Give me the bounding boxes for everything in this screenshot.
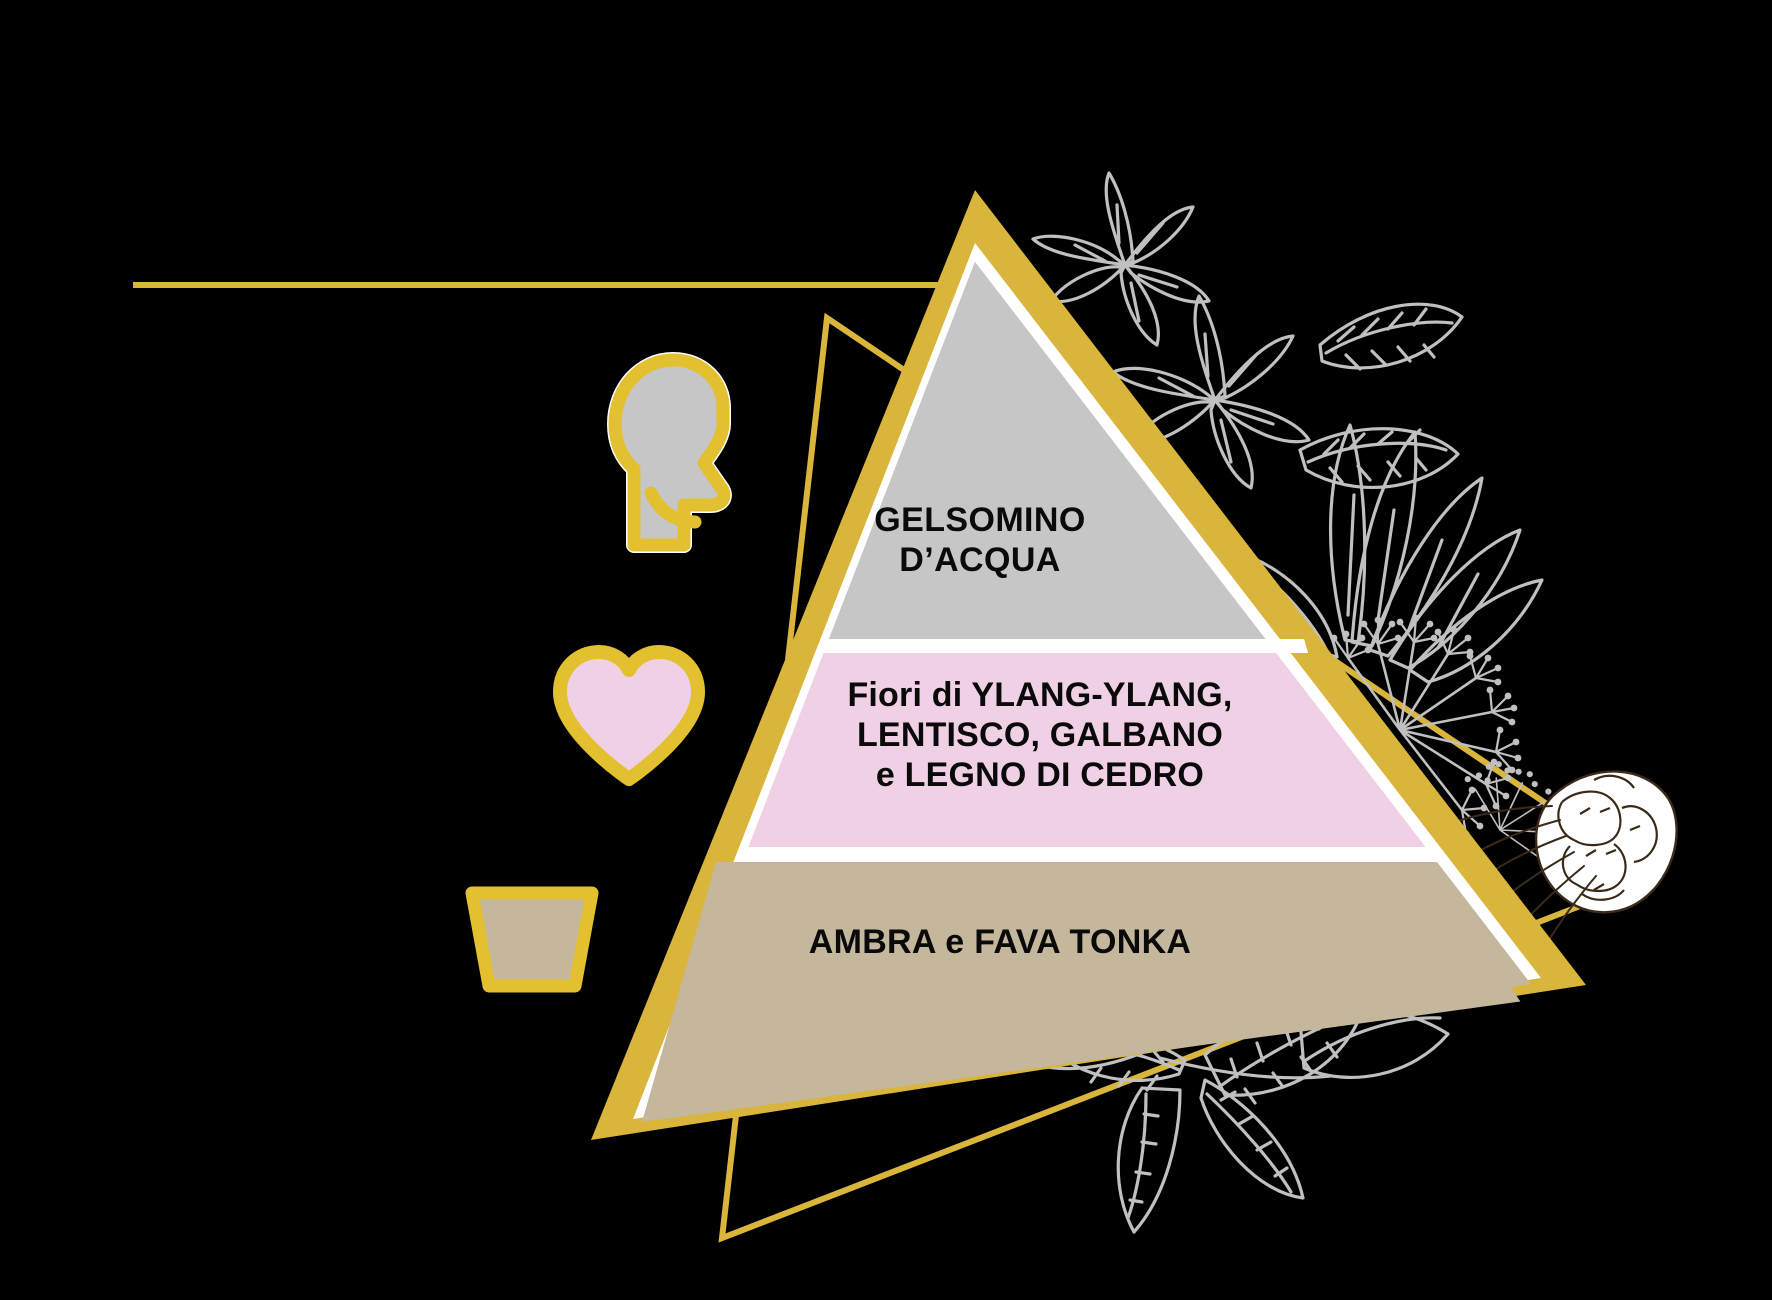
head-jaw-line bbox=[644, 486, 702, 529]
jasmine-flowers-icon bbox=[1031, 171, 1464, 659]
heart-icon[interactable] bbox=[553, 645, 705, 786]
tier-divider-2 bbox=[642, 847, 1531, 862]
head-icon[interactable] bbox=[607, 352, 732, 553]
pot-icon[interactable] bbox=[465, 886, 599, 993]
